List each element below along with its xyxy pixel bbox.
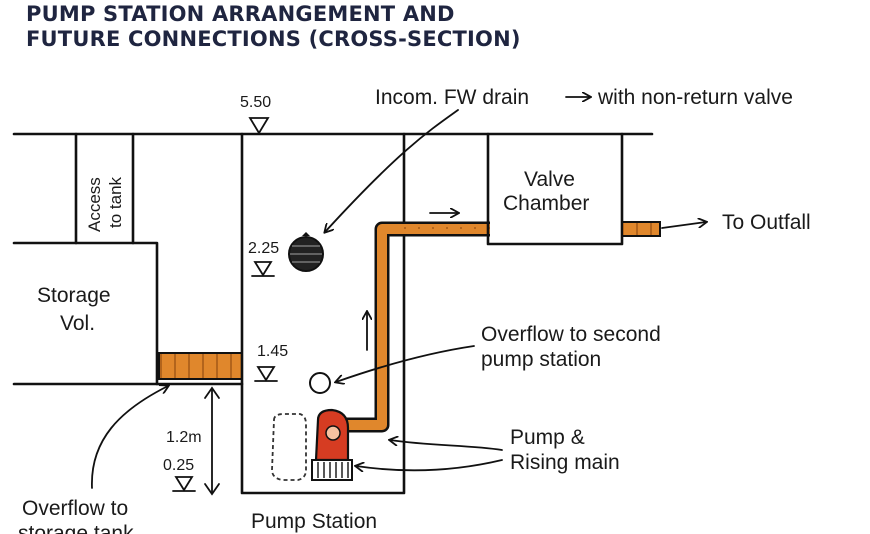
rising-main: [347, 221, 490, 433]
overflow-storage-label-1: Overflow to: [22, 497, 128, 520]
incoming-drain-label-a: Incom. FW drain: [375, 86, 529, 109]
overflow-storage-leader: [91, 386, 168, 489]
ground-level-text: 5.50: [240, 94, 271, 111]
storage-label-1: Storage: [37, 284, 111, 307]
to-outfall-label: To Outfall: [722, 211, 811, 234]
valve-chamber-label-2: Chamber: [503, 192, 589, 215]
level-marker-0-25: 0.25: [163, 457, 196, 492]
standby-pump: [271, 413, 307, 481]
overflow-second-leader: [336, 345, 475, 382]
incoming-drain-label-b: with non-return valve: [597, 86, 793, 109]
overflow-second-label-2: pump station: [481, 348, 601, 371]
level-0-25-text: 0.25: [163, 457, 194, 474]
access-label-2: to tank: [106, 176, 125, 228]
level-marker-2-25: 2.25: [248, 240, 279, 277]
ground-level-marker: 5.50: [240, 94, 271, 135]
incoming-drain: [288, 232, 324, 272]
level-1-45-text: 1.45: [257, 343, 288, 360]
pump-station-walls: [240, 132, 406, 495]
level-marker-1-45: 1.45: [254, 343, 288, 382]
diagram-title: PUMP STATION ARRANGEMENT AND FUTURE CONN…: [26, 2, 521, 52]
access-label-1: Access: [85, 177, 104, 232]
overflow-outlet: [309, 372, 331, 394]
outfall-pipe: [621, 221, 661, 237]
level-2-25-text: 2.25: [248, 240, 279, 257]
depth-dimension: 1.2m: [166, 386, 220, 496]
title-line-2: FUTURE CONNECTIONS (CROSS-SECTION): [26, 27, 521, 51]
drain-leader: [325, 109, 459, 232]
pump-station-label: Pump Station: [251, 510, 377, 533]
overflow-storage-label-2: storage tank: [18, 522, 134, 534]
active-pump: [311, 408, 353, 481]
depth-text: 1.2m: [166, 429, 202, 446]
pump-leader-pump: [356, 459, 503, 470]
pump-label-2: Rising main: [510, 451, 620, 474]
pump-label-1: Pump &: [510, 426, 585, 449]
valve-chamber-label-1: Valve: [524, 168, 575, 191]
storage-tank: [12, 241, 159, 386]
overflow-pipe-storage: [158, 352, 243, 380]
valve-chamber: [486, 132, 624, 246]
title-line-1: PUMP STATION ARRANGEMENT AND: [26, 2, 455, 26]
storage-label-2: Vol.: [60, 312, 95, 335]
overflow-second-label-1: Overflow to second: [481, 323, 661, 346]
access-shaft: [74, 132, 135, 245]
pump-leader-rising-main: [390, 440, 503, 451]
